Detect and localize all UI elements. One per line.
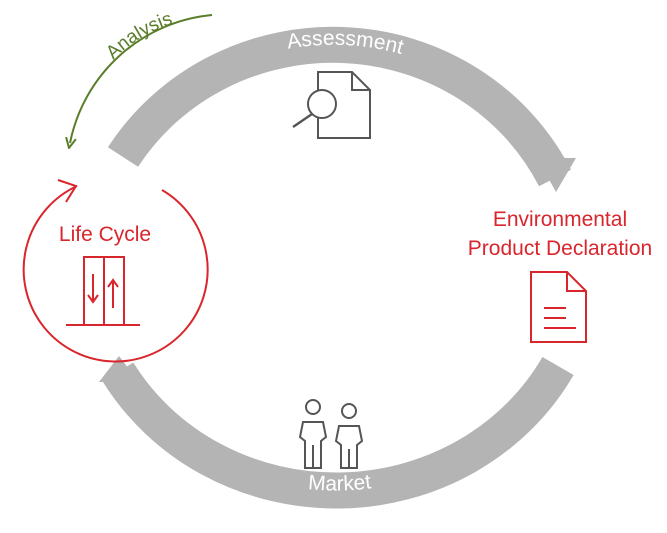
document-icon xyxy=(530,271,587,343)
magnifier-document-icon xyxy=(292,71,371,139)
epd-label-line2: Product Declaration xyxy=(468,237,652,260)
market-label: Market xyxy=(307,470,372,495)
assessment-arc: Assessment xyxy=(107,27,576,192)
epd-label-line1: Environmental xyxy=(493,208,627,231)
life-cycle-circle: Life Cycle xyxy=(22,179,209,363)
analysis-label: Analysis xyxy=(102,8,175,63)
epd-label: Environmental Product Declaration xyxy=(468,208,652,260)
elevator-icon xyxy=(66,256,140,326)
people-icon xyxy=(298,399,364,469)
market-arc: Market xyxy=(99,356,574,509)
life-cycle-label: Life Cycle xyxy=(59,223,151,246)
